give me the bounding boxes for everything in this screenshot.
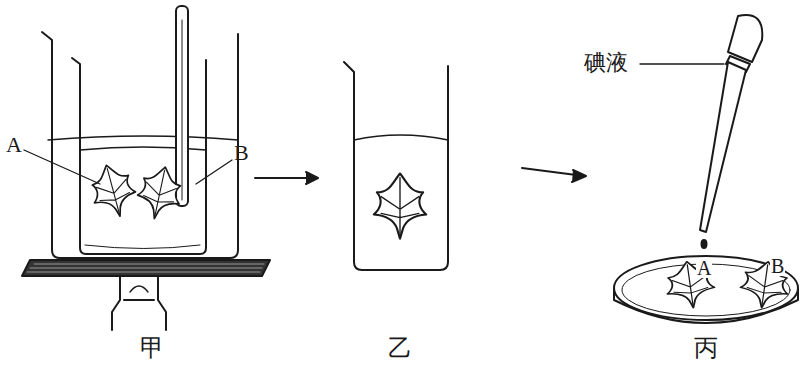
water-bath xyxy=(22,6,270,330)
step-arrowhead xyxy=(306,172,318,184)
reagent-label: 碘液 xyxy=(584,52,628,74)
part-letter: A xyxy=(696,258,712,278)
iodine-dropper xyxy=(640,15,762,248)
part-letter: B xyxy=(234,142,249,164)
part-letter: A xyxy=(6,134,22,156)
part-letter: B xyxy=(770,256,785,276)
petri-dish xyxy=(614,256,798,323)
stage-label: 甲 xyxy=(140,336,164,360)
stage-label: 乙 xyxy=(388,336,412,360)
rinse-beaker xyxy=(344,62,448,270)
step-arrowhead xyxy=(572,170,586,182)
stage-label: 丙 xyxy=(694,336,718,360)
